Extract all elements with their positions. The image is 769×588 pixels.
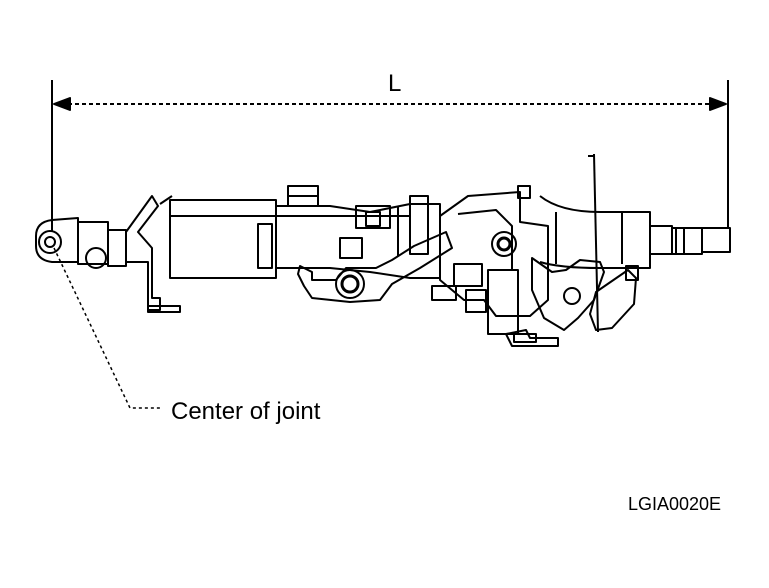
universal-joint (35, 195, 181, 313)
bracket-assembly (431, 185, 559, 347)
column-tube (169, 185, 441, 279)
dimension-line (51, 80, 729, 232)
figure-code: LGIA0020E (628, 494, 722, 514)
joint-leader-line (53, 247, 160, 409)
tilt-lever (297, 231, 453, 303)
upper-shaft (539, 195, 731, 269)
mounting-plate (531, 153, 639, 333)
center-of-joint-label: Center of joint (171, 398, 321, 425)
left-arrowhead (53, 97, 71, 111)
right-arrowhead (709, 97, 727, 111)
dimension-label: L (388, 70, 402, 97)
